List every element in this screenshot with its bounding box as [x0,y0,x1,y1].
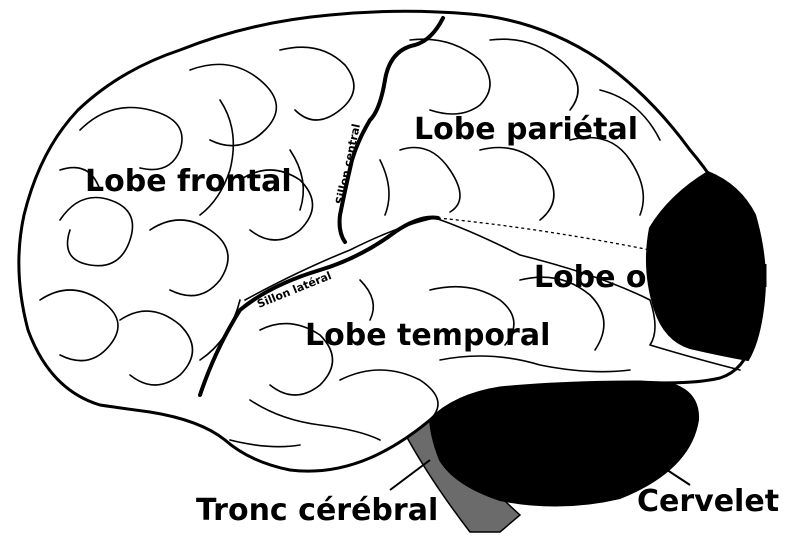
label-occipital-lobe: Lobe occipital [534,260,769,295]
label-frontal-lobe: Lobe frontal [85,164,292,199]
label-temporal-lobe: Lobe temporal [305,318,550,353]
brainstem-pointer-line [390,460,430,490]
label-brainstem: Tronc cérébral [196,493,438,528]
label-parietal-lobe: Lobe pariétal [414,112,638,147]
label-cerebellum: Cervelet [637,484,779,519]
